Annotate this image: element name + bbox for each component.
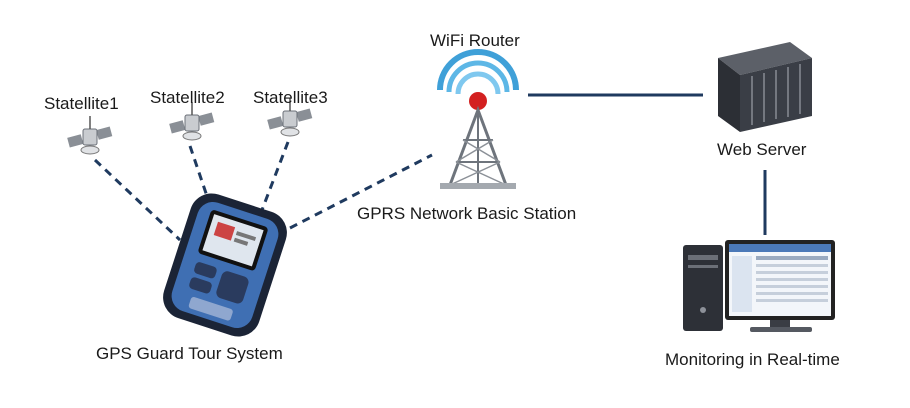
server-rack-icon <box>718 42 812 132</box>
satellite-icon <box>267 98 313 137</box>
handheld-gps-device-icon <box>163 193 287 337</box>
link-sat1-device <box>93 158 182 242</box>
device-label: GPS Guard Tour System <box>96 344 283 363</box>
link-sat3-device <box>260 141 290 211</box>
satellite-icon <box>169 102 215 141</box>
link-device-gprs <box>289 153 433 230</box>
desktop-computer-icon <box>683 240 835 332</box>
radio-tower-icon <box>437 49 519 189</box>
link-sat2-device <box>188 145 212 206</box>
gprs-station-label: GPRS Network Basic Station <box>357 204 577 223</box>
satellite2-label: Statellite2 <box>150 88 225 107</box>
connections <box>93 93 767 242</box>
wifi-router-label: WiFi Router <box>430 31 520 50</box>
web-server-label: Web Server <box>717 140 807 159</box>
monitoring-label: Monitoring in Real-time <box>665 350 840 369</box>
satellite1-label: Statellite1 <box>44 94 119 113</box>
satellite-icon <box>67 116 113 155</box>
satellite3-label: Statellite3 <box>253 88 328 107</box>
